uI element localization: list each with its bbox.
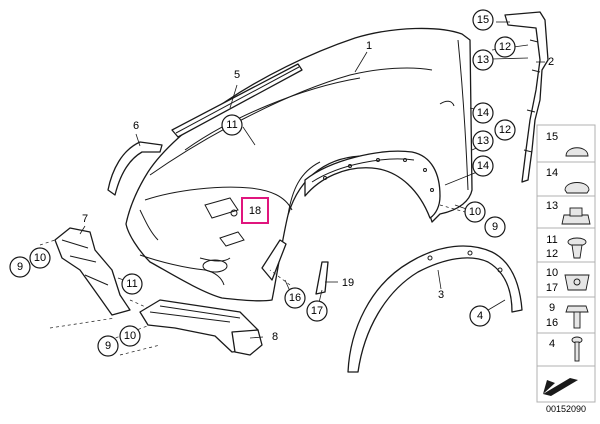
callout-10-lower: 10 — [119, 325, 141, 347]
legend-16-label: 16 — [546, 317, 558, 329]
callout-10-left: 10 — [29, 247, 51, 269]
figure-number: 00152090 — [546, 404, 586, 414]
svg-text:12: 12 — [499, 124, 511, 136]
legend-10-label: 10 — [546, 267, 558, 279]
part-number-5: 5 — [234, 69, 240, 81]
callout-16: 16 — [284, 287, 306, 309]
seal-strip-part — [171, 63, 303, 138]
expanding-rivet-icon — [567, 237, 587, 259]
legend-12-label: 12 — [546, 248, 558, 260]
callout-17: 17 — [306, 300, 328, 322]
spring-nut-icon — [564, 274, 590, 291]
svg-text:4: 4 — [477, 310, 483, 322]
callout-18-highlighted[interactable]: 18 — [241, 197, 269, 224]
svg-text:10: 10 — [124, 330, 136, 342]
svg-text:13: 13 — [477, 54, 489, 66]
svg-text:10: 10 — [34, 252, 46, 264]
callout-15: 15 — [472, 9, 494, 31]
legend-13-label: 13 — [546, 200, 558, 212]
legend-11-label: 11 — [546, 234, 557, 246]
callout-14-mid: 14 — [472, 155, 494, 177]
arrow-icon — [543, 378, 578, 396]
callout-9-left: 9 — [9, 256, 31, 278]
hardware-legend: 15 14 13 11 12 10 17 9 16 4 — [536, 124, 596, 403]
svg-text:18: 18 — [249, 205, 261, 217]
callout-14-top: 14 — [472, 102, 494, 124]
callout-11-fender: 11 — [221, 114, 243, 136]
callout-11-left: 11 — [121, 273, 143, 295]
plastic-rivet-icon — [571, 336, 583, 362]
lower-bracket-part-8 — [139, 299, 263, 356]
part-number-3: 3 — [438, 289, 444, 301]
part-number-7: 7 — [82, 213, 88, 225]
part-number-1: 1 — [366, 40, 372, 52]
svg-text:11: 11 — [226, 119, 237, 131]
part-number-6: 6 — [133, 120, 139, 132]
callout-4: 4 — [469, 305, 491, 327]
svg-text:9: 9 — [105, 340, 111, 352]
callout-10-fender: 10 — [464, 201, 486, 223]
part-number-19: 19 — [342, 277, 354, 289]
callout-12-mid: 12 — [494, 119, 516, 141]
legend-17-label: 17 — [546, 282, 558, 294]
dome-cap-icon — [565, 147, 589, 157]
hex-screw-icon — [565, 305, 589, 329]
svg-text:14: 14 — [477, 160, 489, 172]
part-number-8: 8 — [272, 331, 278, 343]
round-clip-icon — [564, 182, 590, 194]
legend-14-label: 14 — [546, 167, 558, 179]
side-rail-part — [504, 11, 549, 183]
callout-13-top: 13 — [472, 49, 494, 71]
svg-text:11: 11 — [126, 278, 137, 290]
svg-text:9: 9 — [492, 221, 498, 233]
svg-text:14: 14 — [477, 107, 489, 119]
callout-13-mid: 13 — [472, 130, 494, 152]
wheel-arch-trim-part — [347, 245, 523, 373]
svg-text:17: 17 — [311, 305, 323, 317]
svg-text:16: 16 — [289, 292, 301, 304]
bracket-part-6 — [107, 141, 163, 196]
svg-text:12: 12 — [499, 41, 511, 53]
part-number-2: 2 — [548, 56, 554, 68]
svg-text:9: 9 — [17, 261, 23, 273]
callout-9-fender: 9 — [484, 216, 506, 238]
svg-text:13: 13 — [477, 135, 489, 147]
legend-4-label: 4 — [549, 338, 555, 350]
callout-12-top: 12 — [494, 36, 516, 58]
legend-15-label: 15 — [546, 131, 558, 143]
legend-9-label: 9 — [549, 302, 555, 314]
guide-lines — [39, 204, 466, 356]
svg-text:15: 15 — [477, 14, 489, 26]
trim-part-19 — [261, 239, 329, 295]
front-fender-part — [125, 27, 473, 302]
callout-9-lower: 9 — [97, 335, 119, 357]
svg-text:10: 10 — [469, 206, 481, 218]
